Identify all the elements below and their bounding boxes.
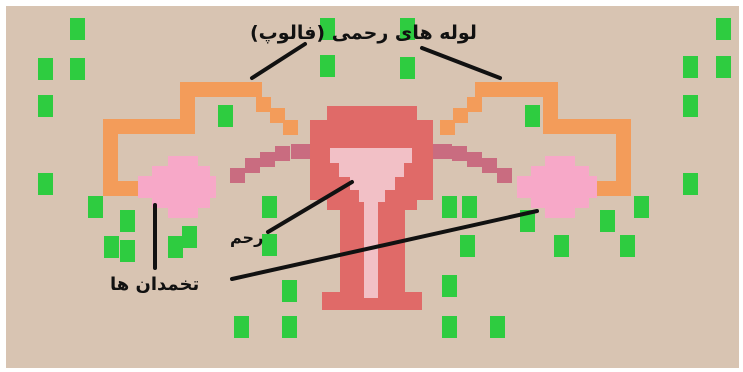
uterus <box>310 106 433 310</box>
green-dot <box>320 18 335 40</box>
green-dot <box>120 210 135 232</box>
left-fallopian-tube <box>103 82 298 196</box>
pointer-lines <box>153 42 539 281</box>
ovaries-label: تخمدان ها <box>110 274 200 295</box>
green-dot <box>683 56 698 78</box>
green-dot <box>683 173 698 195</box>
tube-pointer-right <box>420 46 502 80</box>
left-ovary <box>138 156 216 218</box>
tube-pointer-left <box>250 42 307 80</box>
fallopian-tubes-label: لوله های رحمی (فالوپ) <box>250 22 477 44</box>
green-dot <box>400 18 415 40</box>
green-dot <box>88 196 103 218</box>
green-dot <box>38 173 53 195</box>
right-fallopian-tube <box>440 82 631 196</box>
green-dot <box>262 196 277 218</box>
green-dot <box>282 316 297 338</box>
green-dot <box>234 316 249 338</box>
green-dot <box>400 57 415 79</box>
green-dot <box>282 280 297 302</box>
green-dot <box>634 196 649 218</box>
green-dot <box>120 240 135 262</box>
green-dot <box>442 275 457 297</box>
uterus-pointer <box>266 180 354 234</box>
green-dot <box>262 234 277 256</box>
green-dot <box>70 18 85 40</box>
green-dot <box>716 18 731 40</box>
green-dot <box>320 55 335 77</box>
green-dot <box>182 226 197 248</box>
green-dot <box>70 58 85 80</box>
green-dot <box>38 58 53 80</box>
ovary-pointer-right <box>230 209 539 281</box>
green-dot <box>460 235 475 257</box>
green-dot <box>168 236 183 258</box>
green-dot <box>620 235 635 257</box>
green-dot <box>600 210 615 232</box>
green-dot <box>218 105 233 127</box>
green-dot <box>716 56 731 78</box>
green-dot <box>104 236 119 258</box>
decorative-dots <box>38 18 731 338</box>
uterus-label: رحم <box>230 228 264 247</box>
green-dot <box>490 316 505 338</box>
green-dot <box>442 196 457 218</box>
green-dot <box>525 105 540 127</box>
green-dot <box>683 95 698 117</box>
green-dot <box>554 235 569 257</box>
green-dot <box>462 196 477 218</box>
green-dot <box>442 316 457 338</box>
right-ovary <box>517 156 597 218</box>
green-dot <box>38 95 53 117</box>
ovarian-ligaments <box>230 144 512 183</box>
